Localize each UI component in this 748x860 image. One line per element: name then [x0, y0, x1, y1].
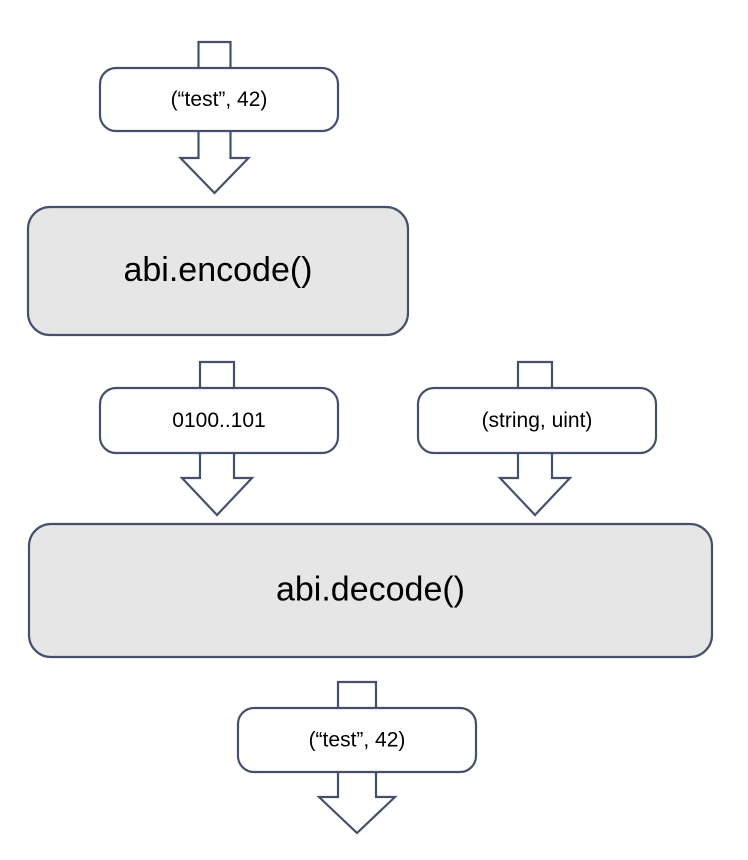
- node-label-input-tuple: (“test”, 42): [171, 88, 268, 111]
- flow-stem: [197, 40, 232, 70]
- data-box: [98, 66, 340, 133]
- node-label-abi-decode: abi.decode(): [276, 570, 465, 608]
- flow-arrow: [497, 452, 573, 517]
- flow-arrow: [177, 130, 252, 195]
- flow-stem: [336, 680, 378, 710]
- flow-arrow: [179, 452, 255, 517]
- node-label-type-signature: (string, uint): [482, 409, 593, 432]
- data-box: [98, 386, 340, 455]
- node-label-abi-encode: abi.encode(): [123, 251, 312, 289]
- node-encoded-bytes: 0100..101: [98, 386, 340, 455]
- node-label-encoded-bytes: 0100..101: [172, 409, 265, 432]
- node-input-tuple: (“test”, 42): [98, 66, 340, 133]
- process-box: [27, 522, 714, 659]
- connector-layer: [177, 40, 573, 835]
- node-abi-encode: abi.encode(): [26, 205, 410, 337]
- data-box: [416, 386, 658, 455]
- flow-arrow: [316, 771, 398, 835]
- node-abi-decode: abi.decode(): [27, 522, 714, 659]
- node-layer: (“test”, 42) abi.encode() 0100..101 (string…: [26, 66, 714, 774]
- node-label-output-tuple: (“test”, 42): [309, 729, 406, 752]
- node-type-signature: (string, uint): [416, 386, 658, 455]
- flow-stem: [198, 360, 236, 390]
- process-box: [26, 205, 410, 337]
- data-box: [236, 706, 478, 774]
- node-output-tuple: (“test”, 42): [236, 706, 478, 774]
- flow-stem: [516, 360, 554, 390]
